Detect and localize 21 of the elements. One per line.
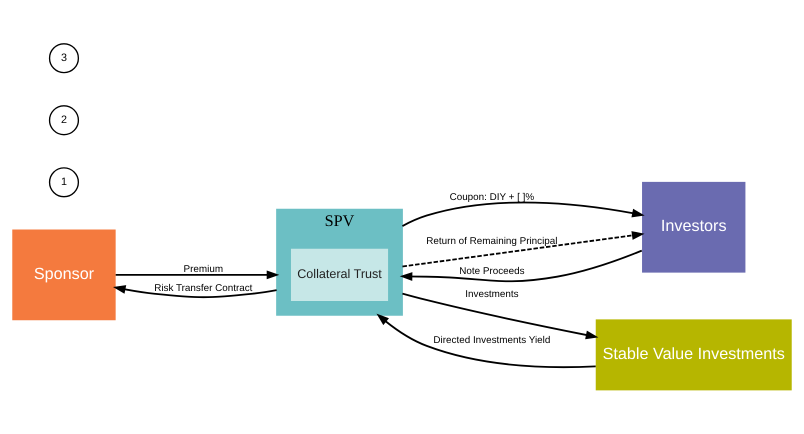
- arrow: [116, 270, 280, 280]
- edge-label: Note Proceeds: [459, 266, 525, 277]
- edge-label: Return of Remaining Principal: [426, 236, 558, 248]
- node-circle: 1: [48, 167, 80, 198]
- arrow: [402, 292, 598, 340]
- edge-label: Directed Investments Yield: [433, 335, 550, 346]
- node-box: Collateral Trust: [290, 248, 388, 301]
- edge-label: Risk Transfer Contract: [154, 282, 252, 294]
- edge-label: Coupon: DIY + [ ]%: [450, 192, 534, 204]
- edge-label: Investments: [465, 289, 519, 300]
- node-circle: 3: [48, 43, 80, 74]
- arrow: [376, 314, 596, 368]
- arrow: [400, 250, 642, 282]
- node-circle: 2: [48, 105, 80, 136]
- edge-label: Premium: [184, 264, 224, 275]
- arrow: [402, 202, 645, 227]
- arrow: [402, 231, 645, 268]
- node-box: Stable Value Investments: [596, 319, 792, 390]
- node-box: Sponsor: [12, 229, 116, 320]
- node-box: Investors: [642, 182, 746, 273]
- arrow: [112, 285, 277, 298]
